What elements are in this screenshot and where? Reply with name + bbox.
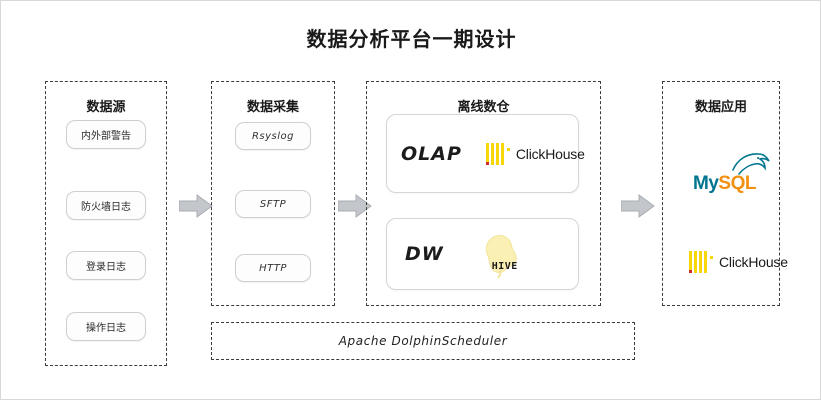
mysql-logo-text: MySQL [693, 173, 756, 195]
mysql-my-text: My [693, 173, 719, 194]
source-node-firewall-log[interactable]: 防火墙日志 [66, 191, 146, 220]
hive-logo: HIVE [470, 228, 532, 280]
warehouse-panel-dw[interactable]: DW HIVE [386, 218, 579, 290]
warehouse-panel-olap-label: OLAP [401, 142, 462, 165]
group-offline-warehouse: 离线数仓 [366, 81, 601, 306]
clickhouse-logo-application: ClickHouse [689, 251, 788, 273]
mysql-sql-text: SQL [718, 173, 756, 194]
warehouse-panel-dw-label: DW [405, 243, 444, 265]
collection-node-rsyslog[interactable]: Rsyslog [235, 122, 311, 150]
clickhouse-logo-text: ClickHouse [515, 145, 585, 162]
group-data-sources: 数据源 [45, 81, 167, 366]
group-data-application: 数据应用 [662, 81, 780, 306]
group-title-offline-warehouse: 离线数仓 [457, 99, 510, 114]
group-title-data-sources: 数据源 [86, 99, 126, 114]
page-title: 数据分析平台一期设计 [306, 29, 517, 51]
scheduler-bar[interactable]: Apache DolphinScheduler [211, 322, 635, 360]
clickhouse-logo-text-application: ClickHouse [719, 254, 788, 270]
collection-node-sftp[interactable]: SFTP [235, 190, 311, 218]
clickhouse-logo-olap: ClickHouse [485, 142, 585, 165]
clickhouse-bars-icon-application [689, 251, 713, 273]
arrow-sources-to-collection [178, 193, 213, 219]
arrow-collection-to-warehouse [337, 193, 372, 219]
source-node-internal-external-alerts[interactable]: 内外部警告 [66, 120, 146, 149]
collection-node-http[interactable]: HTTP [235, 254, 311, 282]
warehouse-panel-olap[interactable]: OLAP ClickHouse [386, 114, 585, 193]
hive-logo-text: HIVE [491, 261, 518, 272]
group-title-data-collection: 数据采集 [246, 99, 299, 114]
dolphin-icon [732, 153, 770, 175]
source-node-operation-log[interactable]: 操作日志 [66, 312, 146, 341]
scheduler-label: Apache DolphinScheduler [338, 334, 508, 348]
clickhouse-bars-icon [485, 142, 510, 165]
application-item-mysql[interactable]: MySQL [693, 153, 773, 199]
group-data-collection: 数据采集 [211, 81, 335, 306]
arrow-warehouse-to-application [620, 193, 655, 219]
application-item-clickhouse[interactable]: ClickHouse [689, 251, 788, 273]
source-node-login-log[interactable]: 登录日志 [66, 251, 146, 280]
group-title-data-application: 数据应用 [694, 99, 747, 114]
